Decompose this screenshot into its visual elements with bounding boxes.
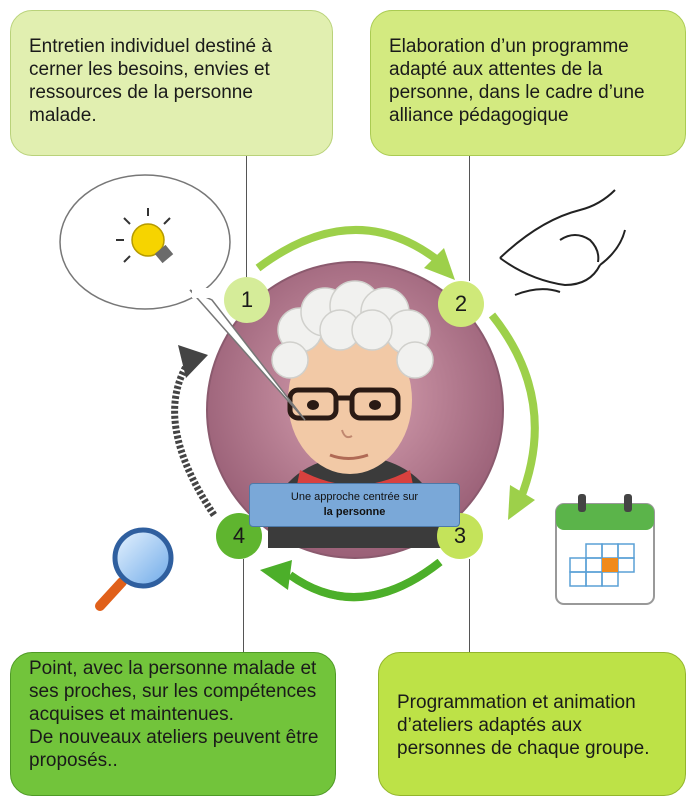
step-1-number: 1	[224, 277, 270, 323]
arrow-head-icon	[178, 345, 208, 378]
step-1-box: Entretien individuel destiné à cerner le…	[10, 10, 333, 156]
connector-line-4	[243, 559, 244, 652]
arrow-head-icon	[424, 248, 455, 280]
connector-line-3	[469, 559, 470, 652]
step-3-box: Programmation et animation d’ateliers ad…	[378, 652, 686, 796]
connector-line-2	[469, 156, 470, 281]
lightbulb-icon	[116, 208, 174, 264]
return-arrow	[171, 358, 217, 517]
handshake-icon	[499, 189, 626, 296]
center-label: Une approche centrée sur la personne	[249, 483, 460, 527]
step-2-text: Elaboration d’un programme adapté aux at…	[389, 36, 645, 126]
calendar-icon	[555, 494, 655, 605]
connector-line-1	[246, 156, 247, 278]
step-2-number: 2	[438, 281, 484, 327]
magnifier-icon	[95, 527, 174, 611]
step-4-box: Point, avec la personne malade et ses pr…	[10, 652, 336, 796]
center-label-line2: la personne	[323, 506, 386, 518]
step-2-box: Elaboration d’un programme adapté aux at…	[370, 10, 686, 156]
step-1-text: Entretien individuel destiné à cerner le…	[29, 36, 272, 126]
arrow-head-icon	[508, 485, 535, 520]
step-4-text: Point, avec la personne malade et ses pr…	[29, 658, 319, 771]
step-3-text: Programmation et animation d’ateliers ad…	[397, 692, 650, 759]
arrow-head-icon	[260, 560, 292, 590]
center-label-line1: Une approche centrée sur	[290, 491, 419, 503]
